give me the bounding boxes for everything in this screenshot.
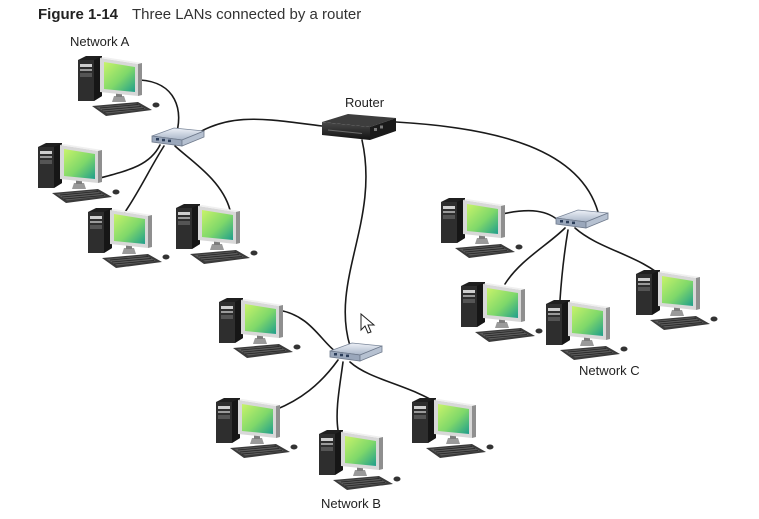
hub-network-a	[151, 127, 205, 147]
computer-b1	[218, 297, 301, 359]
computer-b2	[215, 397, 298, 459]
computer-c1	[440, 197, 523, 259]
cable-router-hub-b	[344, 139, 367, 347]
label-network-a: Network A	[70, 34, 130, 49]
cable-hub-a-router	[189, 118, 323, 139]
cable-b2	[274, 359, 339, 411]
computer-c2	[460, 281, 543, 343]
hub-network-b	[329, 342, 383, 362]
cable-a3	[124, 145, 165, 213]
cable-b1	[277, 309, 337, 353]
cable-c2	[504, 227, 566, 285]
cable-b3	[336, 361, 344, 431]
computer-a4	[175, 203, 258, 265]
cable-router-hub-c	[395, 121, 599, 213]
computer-c4	[635, 269, 718, 331]
computer-c3	[545, 299, 628, 361]
computer-b4	[411, 397, 494, 459]
computer-a1	[77, 55, 160, 117]
hub-network-c	[555, 209, 609, 229]
router-device	[322, 114, 396, 140]
label-router: Router	[345, 95, 385, 110]
label-network-b: Network B	[321, 496, 381, 511]
cable-c1	[501, 209, 561, 223]
cable-a4	[174, 145, 231, 211]
figure-caption: Figure 1-14 Three LANs connected by a ro…	[38, 6, 361, 23]
figure-number: Figure 1-14	[38, 6, 119, 23]
label-network-c: Network C	[579, 363, 640, 378]
cable-a2	[99, 144, 161, 179]
computer-a3	[87, 207, 170, 269]
figure-title: Three LANs connected by a router	[131, 6, 362, 23]
mouse-cursor-icon	[360, 312, 376, 334]
computer-b3	[318, 429, 401, 491]
cable-c3	[559, 229, 569, 301]
computer-a2	[37, 142, 120, 204]
